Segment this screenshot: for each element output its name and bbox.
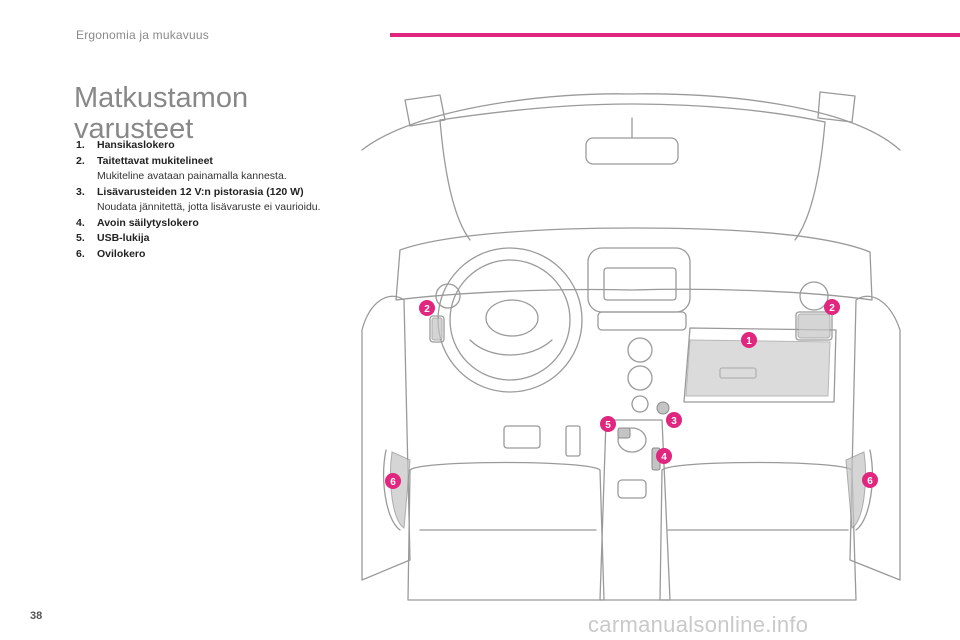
- watermark: carmanualsonline.info: [588, 612, 809, 637]
- svg-text:1: 1: [746, 336, 752, 347]
- svg-text:6: 6: [867, 476, 873, 487]
- callout-marker: 6: [385, 473, 401, 489]
- item-label: Avoin säilytyslokero: [97, 216, 199, 229]
- callout-marker: 6: [862, 472, 878, 488]
- callout-marker: 4: [656, 448, 672, 464]
- item-label: Taitettavat mukitelineet: [97, 154, 213, 167]
- item-number: 4.: [76, 216, 85, 229]
- cabin-illustration: 1 2 2 3 4 5 6 6: [361, 91, 901, 601]
- page-number: 38: [30, 610, 43, 622]
- list-item: 6. Ovilokero: [76, 247, 346, 263]
- item-number: 3.: [76, 185, 85, 198]
- item-label: Ovilokero: [97, 247, 146, 260]
- page-heading: Matkustamon varusteet: [74, 83, 334, 145]
- item-description: Mukiteline avataan painamalla kannesta.: [97, 170, 287, 182]
- section-title: Ergonomia ja mukavuus: [76, 28, 209, 42]
- svg-text:6: 6: [390, 477, 396, 488]
- page-heading-text: Matkustamon varusteet: [74, 82, 249, 146]
- svg-text:4: 4: [661, 452, 667, 463]
- item-label: USB-lukija: [97, 232, 150, 244]
- svg-text:5: 5: [605, 420, 611, 431]
- svg-text:2: 2: [424, 304, 430, 315]
- callout-marker: 5: [600, 416, 616, 432]
- item-number: 2.: [76, 154, 85, 167]
- list-item: 5. USB-lukija: [76, 231, 346, 247]
- item-number: 6.: [76, 247, 85, 260]
- callout-marker: 2: [824, 299, 840, 315]
- svg-text:3: 3: [671, 416, 677, 427]
- callout-marker: 3: [666, 412, 682, 428]
- list-item: 4. Avoin säilytyslokero: [76, 216, 346, 232]
- item-description: Noudata jännitettä, jotta lisävaruste ei…: [97, 201, 321, 213]
- item-label: Hansikaslokero: [97, 139, 175, 151]
- list-item: 3. Lisävarusteiden 12 V:n pistorasia (120…: [76, 185, 346, 216]
- list-item: 1. Hansikaslokero: [76, 138, 346, 154]
- item-number: 5.: [76, 232, 85, 244]
- item-number: 1.: [76, 139, 85, 151]
- svg-text:2: 2: [829, 303, 835, 314]
- section-accent-bar: [390, 33, 960, 37]
- item-label: Lisävarusteiden 12 V:n pistorasia (120 W…: [97, 185, 304, 198]
- equipment-list: 1. Hansikaslokero 2. Taitettavat mukitelin…: [76, 138, 346, 262]
- callout-marker: 2: [419, 300, 435, 316]
- callout-marker: 1: [741, 332, 757, 348]
